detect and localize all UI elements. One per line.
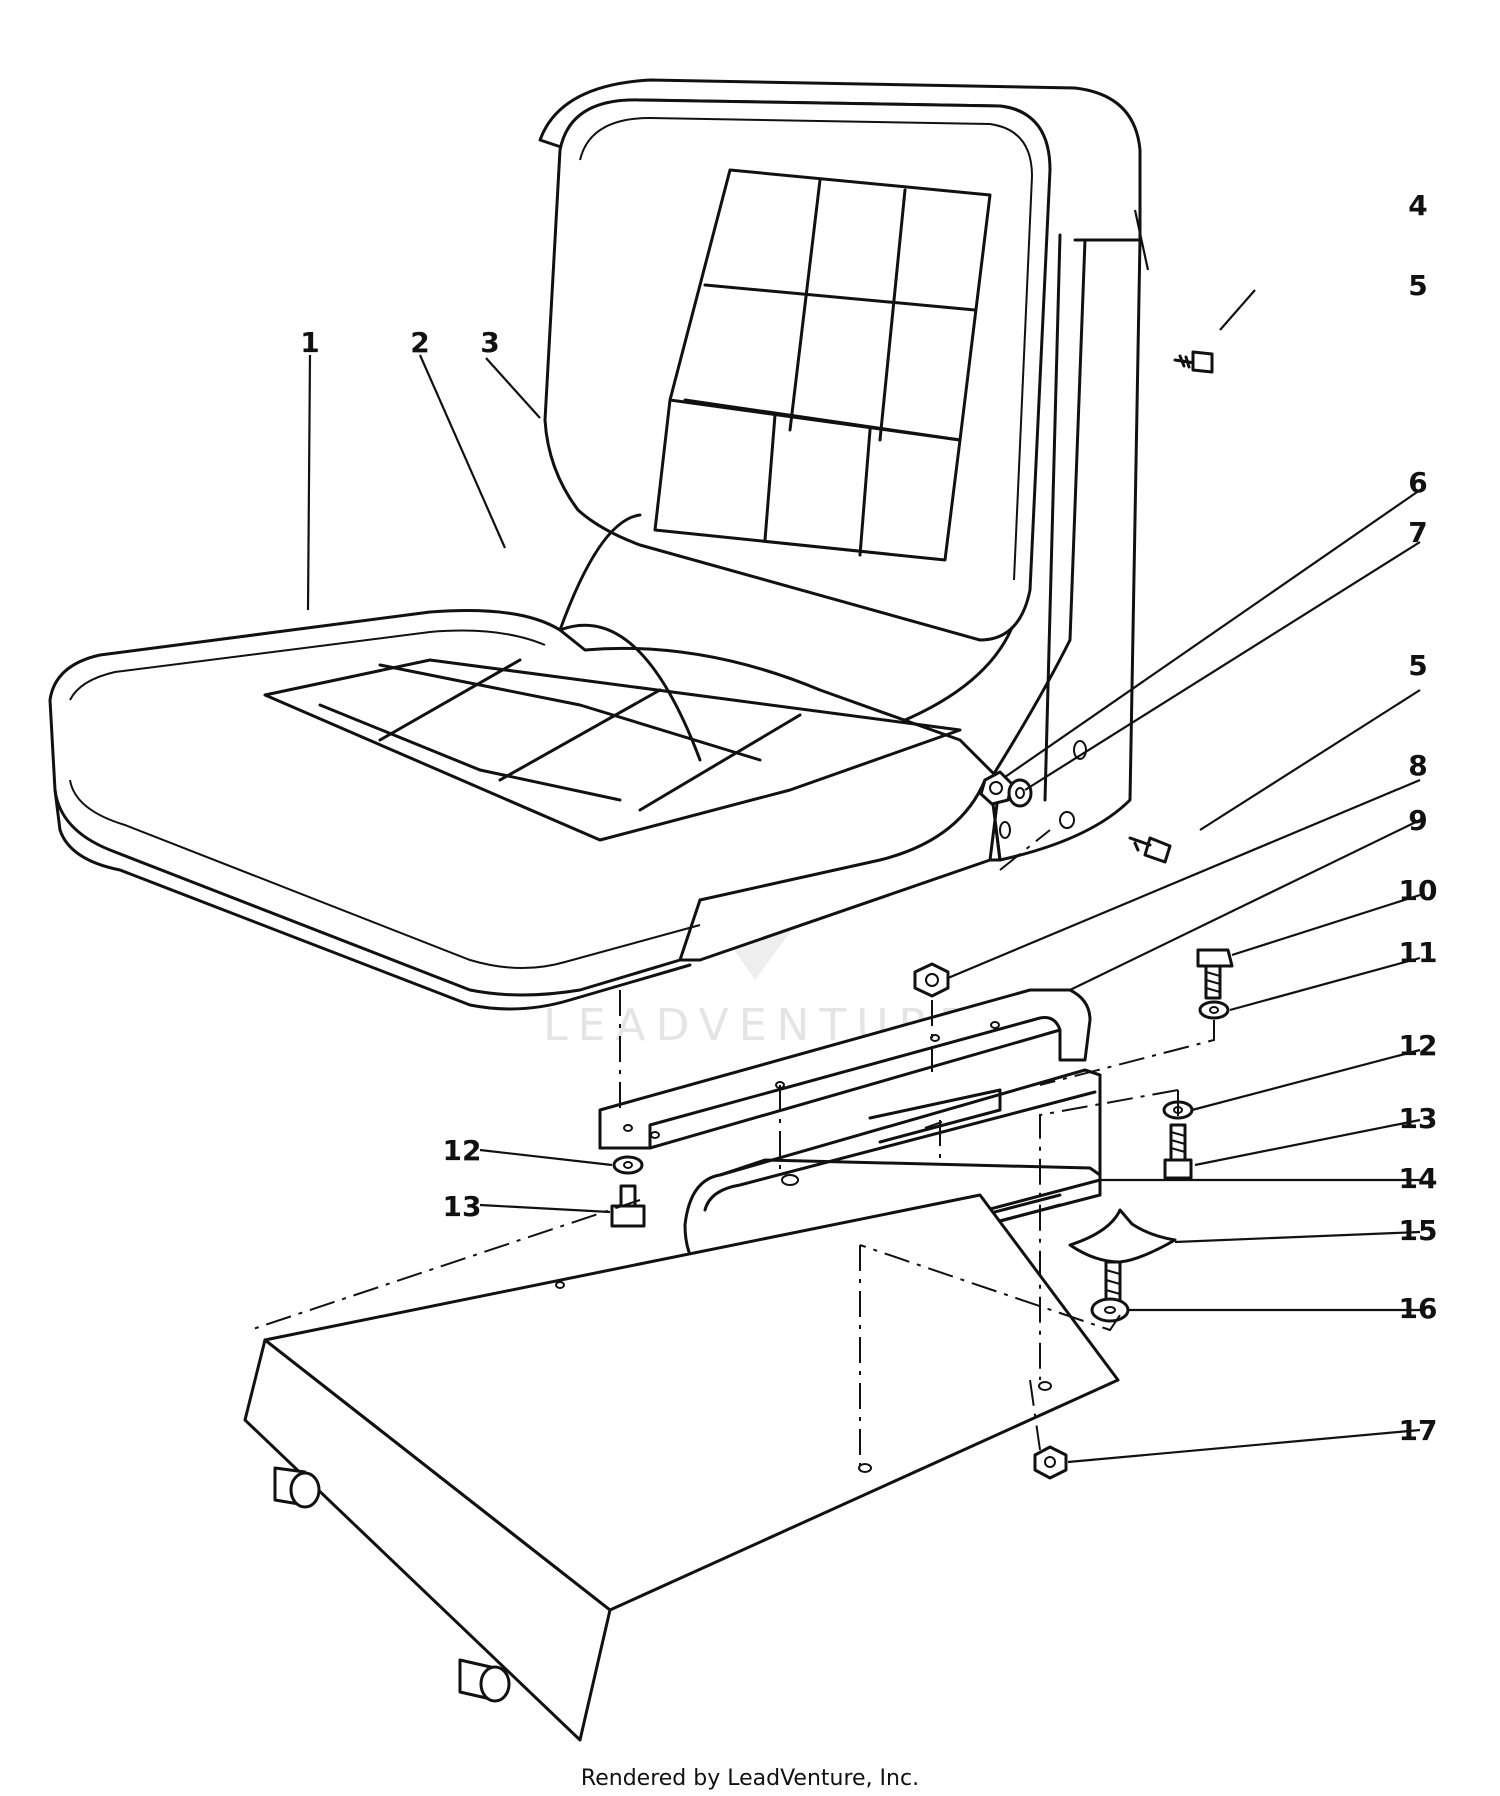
callout-17: 17 [1399,1414,1438,1447]
callout-2: 2 [410,326,429,359]
callout-5-upper: 5 [1408,269,1427,302]
seat-side-holes [999,740,1087,839]
callout-7: 7 [1408,516,1427,549]
back-tuft-panels [653,168,992,562]
mount-plate [243,1193,1120,1742]
callout-13-right: 13 [1399,1102,1438,1135]
bolt-lower-icon [1128,836,1172,864]
callouts: 1 2 3 4 5 5 6 7 8 9 10 11 12 13 12 13 14… [300,189,1437,1447]
wing-knob-15-icon [1068,1208,1177,1304]
callout-15: 15 [1399,1214,1438,1247]
seat-tuft-panels [263,658,962,842]
callout-6: 6 [1408,466,1427,499]
callout-5-lower: 5 [1408,649,1427,682]
callout-12-left: 12 [443,1134,482,1167]
washer-7-icon [1007,778,1033,808]
bolt-upper-icon [1173,350,1214,374]
callout-4: 4 [1408,189,1427,222]
nut-8-icon [913,962,950,998]
callout-16: 16 [1399,1292,1438,1325]
bolt-10-icon [1196,948,1234,1000]
callout-3: 3 [480,326,499,359]
bolt-13-right-icon [1163,1123,1193,1180]
pivot-pin-upper-icon [273,1466,321,1509]
pivot-pin-lower-icon [458,1658,511,1703]
leader-lines [306,209,1421,1464]
callout-9: 9 [1408,804,1427,837]
callout-12-right: 12 [1399,1029,1438,1062]
washer-12-left-icon [612,1155,644,1175]
seat-back [538,78,1142,862]
washer-16-icon [1090,1297,1130,1323]
callout-8: 8 [1408,749,1427,782]
callout-13-left: 13 [443,1190,482,1223]
callout-10: 10 [1399,874,1438,907]
nut-17-icon [1033,1445,1068,1480]
footer-credit: Rendered by LeadVenture, Inc. [581,1766,919,1791]
callout-14: 14 [1399,1162,1438,1195]
washer-11-icon [1198,1000,1230,1020]
callout-1: 1 [300,326,319,359]
bolt-13-left-icon [610,1184,646,1228]
callout-11: 11 [1399,936,1438,969]
seat-cushion [48,513,1002,1011]
nut-6-icon [979,770,1014,806]
center-lines [249,829,1215,1465]
